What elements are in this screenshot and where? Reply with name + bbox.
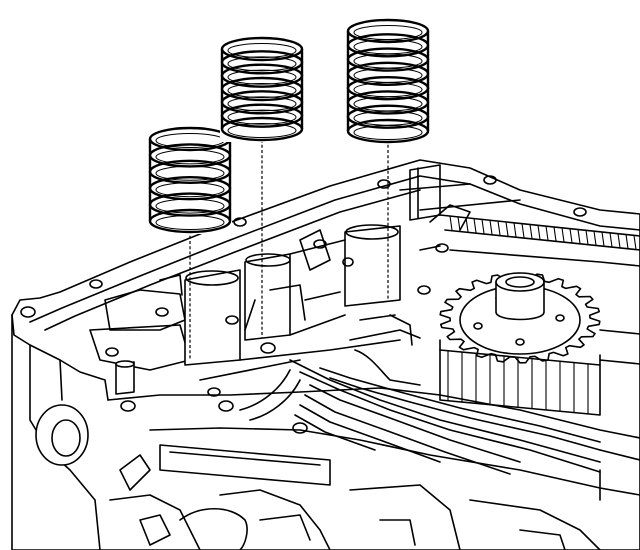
spring-coil-inner [227,109,297,125]
spring-coil-inner [227,83,297,98]
case-body [11,159,640,550]
gear-rack [419,214,640,267]
spring-right [346,18,430,144]
oil-passages [239,314,601,475]
spring-coil-inner [155,215,225,230]
spring-coil-inner [353,125,423,140]
spur-gear [439,272,640,416]
springs-group [148,18,430,234]
spring-coil-inner [227,123,297,138]
valve-bores [89,164,521,397]
spring-coil-inner [227,69,297,85]
spring-coil-inner [155,198,225,214]
leader-lines [189,124,389,360]
spring-coil-inner [227,96,297,112]
spring-coil-inner [155,182,225,198]
spring-coil-inner [155,165,225,181]
spring-coil-inner [227,56,297,72]
spring-middle [220,36,304,142]
spring-coil-inner [227,43,297,58]
spring-left [148,126,232,234]
spring-coil-inner [155,149,225,165]
